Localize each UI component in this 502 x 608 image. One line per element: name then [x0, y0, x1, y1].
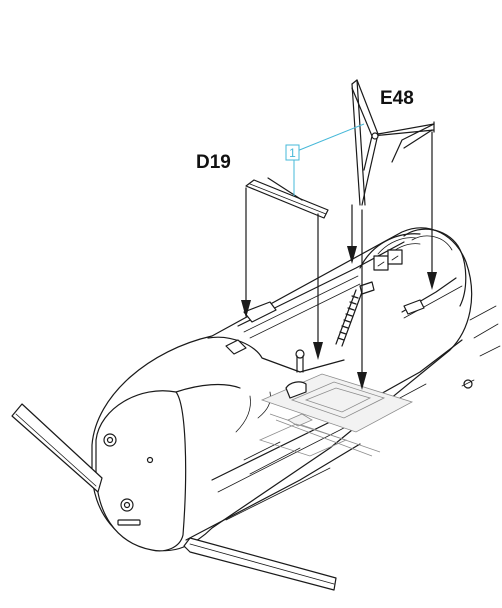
- d19-strut-edge: [249, 183, 327, 215]
- assembly-arrows: [241, 131, 437, 390]
- nose-screw: [146, 456, 154, 464]
- tail-skin-1: [469, 305, 497, 321]
- aft-rim-inner: [411, 235, 453, 251]
- nose-bolt-lower-inner: [123, 501, 131, 509]
- skid-left-top: [15, 413, 97, 487]
- callout-box: [285, 144, 300, 161]
- skid-right: [183, 537, 337, 591]
- nose-details: [103, 433, 154, 526]
- nose-slot: [117, 519, 141, 526]
- cockpit-interior: [225, 301, 414, 457]
- panel-line-2: [257, 391, 271, 419]
- cockpit-cushion-2: [225, 339, 247, 355]
- arrow-e48-right-head: [427, 272, 437, 290]
- e48-lower-b: [363, 135, 373, 171]
- seat-pan: [290, 381, 386, 419]
- battery-lines: [377, 255, 399, 267]
- rear-bay-frame: [359, 233, 421, 269]
- nose-bolt-upper: [103, 433, 117, 447]
- panel-line-4: [249, 447, 301, 475]
- nose-cap-rim: [175, 383, 241, 393]
- callout-number: 1: [289, 146, 296, 160]
- e48-right-a: [391, 123, 435, 163]
- tail-skin-2: [473, 323, 499, 339]
- fuselage: [91, 227, 501, 552]
- panel-line-3: [243, 441, 281, 461]
- aft-rim: [403, 228, 467, 307]
- callout-leader-e48: [296, 123, 365, 152]
- hull-belly-2: [225, 467, 331, 521]
- side-contour-right-2: [403, 285, 463, 319]
- arrow-d19-left-head: [241, 300, 251, 318]
- label-e48: E48: [380, 88, 414, 109]
- rear-bracket-2: [359, 281, 375, 295]
- arrow-e48-center-head: [357, 372, 367, 390]
- arrow-e48-left-head: [347, 246, 357, 264]
- tail-skin-3: [479, 345, 501, 357]
- skid-right-top: [189, 543, 335, 585]
- cockpit-rim-front: [207, 336, 345, 373]
- rear-bay: [359, 233, 425, 315]
- cockpit-cushion: [243, 301, 277, 323]
- rear-bay-arc-1: [377, 237, 417, 255]
- side-truss: [335, 289, 363, 347]
- truss-rungs: [337, 295, 359, 341]
- longeron-upper-2: [243, 275, 359, 333]
- seat-inner: [304, 387, 372, 413]
- e48-lower-a: [361, 133, 379, 206]
- nose-bolt-upper-inner: [106, 436, 114, 444]
- e48-top-cap: [351, 79, 358, 85]
- skid-right-bar: [183, 537, 337, 591]
- nose-cap: [95, 390, 187, 552]
- e48-tube-left: [351, 83, 361, 206]
- seat-knob: [295, 349, 305, 359]
- battery-block-1: [373, 255, 389, 271]
- floor-plate: [258, 423, 348, 457]
- d19-cross: [267, 177, 303, 201]
- skid-left-bar: [11, 403, 103, 493]
- skid-left: [11, 403, 103, 493]
- part-d19: [245, 177, 329, 219]
- tail-knob-stem: [461, 379, 475, 387]
- panel-line-1: [235, 395, 251, 433]
- seat-mount: [287, 413, 313, 427]
- hull-belly: [185, 443, 361, 541]
- e48-right-b: [403, 129, 433, 149]
- truss-rail-b: [341, 291, 363, 347]
- seat-knob-stem: [296, 355, 304, 373]
- longeron-upper-3: [249, 283, 361, 339]
- arrow-d19-right-head: [313, 342, 323, 360]
- truss-rail-a: [335, 289, 357, 345]
- part-e48: [351, 79, 435, 206]
- e48-joint: [371, 132, 379, 140]
- label-d19: D19: [196, 152, 231, 173]
- rear-bracket: [403, 299, 425, 315]
- callout-1: 1: [285, 123, 365, 196]
- battery-block-2: [387, 249, 403, 265]
- headrest: [285, 381, 307, 399]
- e48-tube-left-2: [356, 79, 366, 206]
- nose-bolt-lower: [120, 498, 134, 512]
